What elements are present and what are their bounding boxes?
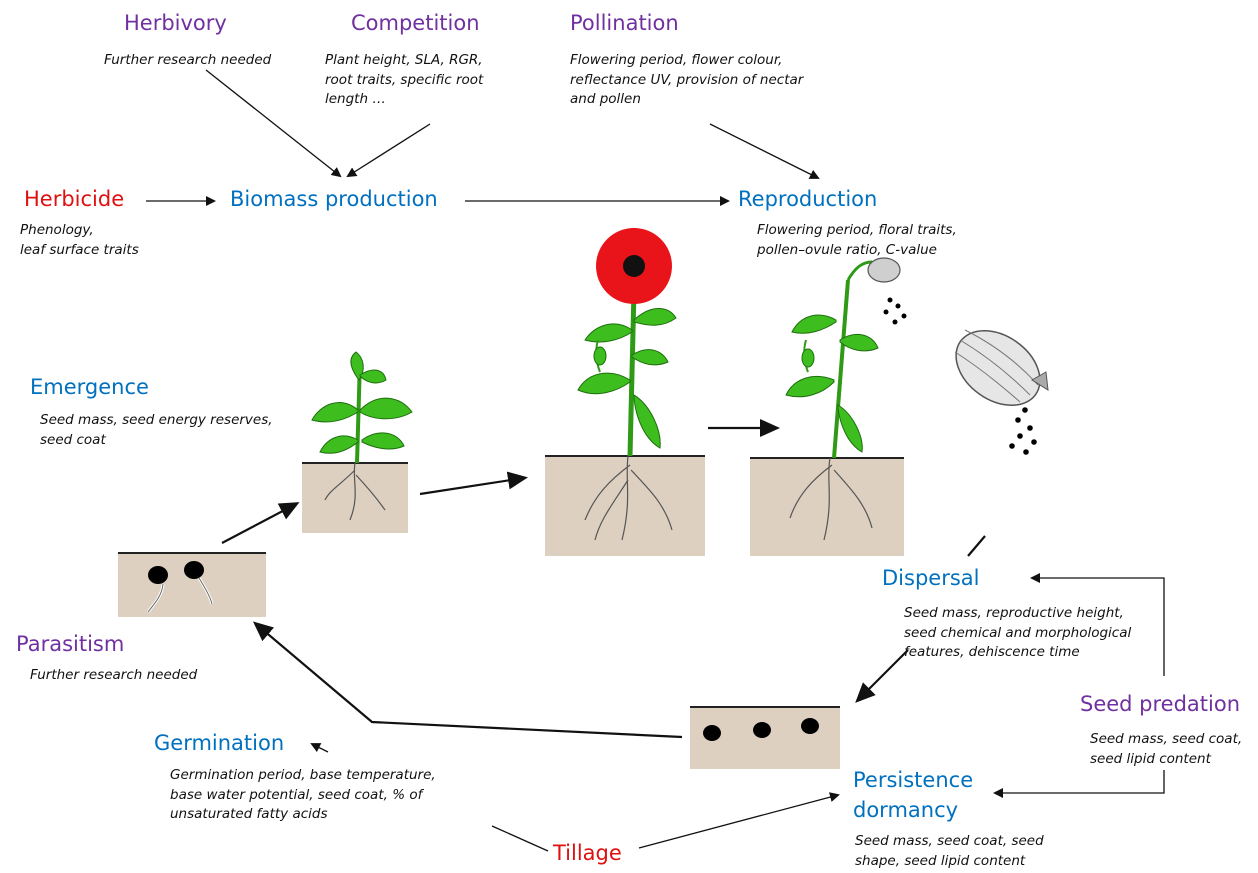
emergence-title: Emergence — [30, 375, 149, 399]
emergence-desc: Seed mass, seed energy reserves, seed co… — [40, 412, 273, 448]
competition-title: Competition — [351, 11, 480, 35]
large-seed-capsule — [954, 329, 1049, 455]
reproduction-title: Reproduction — [738, 187, 878, 211]
dispersal-title: Dispersal — [882, 566, 980, 590]
competition-desc: Plant height, SLA, RGR, root traits, spe… — [325, 52, 484, 108]
germination-desc: Germination period, base temperature, ba… — [170, 767, 436, 823]
herbicide-title: Herbicide — [24, 187, 125, 211]
herbivory-desc: Further research needed — [104, 52, 272, 68]
seed-predation-desc: Seed mass, seed coat, seed lipid content — [1090, 731, 1243, 767]
parasitism-title: Parasitism — [16, 632, 125, 656]
biomass-production-title: Biomass production — [230, 187, 438, 211]
flowering-plant — [545, 228, 705, 556]
persistence-dormancy-desc: Seed mass, seed coat, seed shape, seed l… — [855, 833, 1044, 869]
cycle-arrows — [221, 419, 986, 739]
pollination-title: Pollination — [570, 11, 679, 35]
reproduction-desc: Flowering period, floral traits, pollen–… — [757, 222, 957, 258]
germination-title: Germination — [154, 731, 285, 755]
persistence-dormancy-title: Persistence dormancy — [853, 768, 974, 823]
young-plant — [302, 351, 413, 533]
tillage-title: Tillage — [553, 841, 622, 865]
lower-influence-arrows — [310, 573, 1165, 852]
seed-capsule-plant — [750, 257, 907, 556]
seed-predation-title: Seed predation — [1080, 692, 1241, 716]
parasitism-desc: Further research needed — [30, 667, 198, 683]
pollination-desc: Flowering period, flower colour, reflect… — [570, 52, 804, 108]
influence-arrows — [146, 69, 820, 206]
herbivory-title: Herbivory — [124, 11, 227, 35]
dispersal-desc: Seed mass, reproductive height, seed che… — [904, 605, 1132, 661]
herbicide-desc: Phenology, leaf surface traits — [20, 222, 139, 258]
seed-germinating-soil — [118, 552, 266, 617]
soil-seed-bank — [690, 706, 840, 769]
